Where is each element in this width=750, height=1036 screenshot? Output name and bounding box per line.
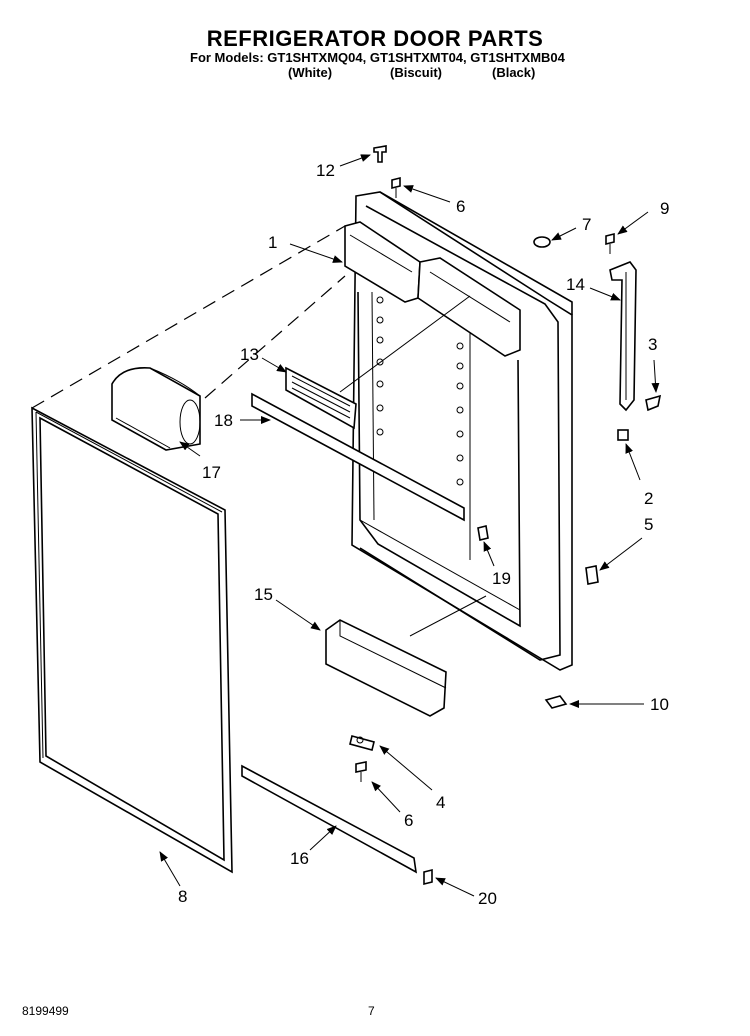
models-line: For Models: GT1SHTXMQ04, GT1SHTXMT04, GT… xyxy=(190,50,565,65)
callout-15: 15 xyxy=(254,585,273,604)
callout-8: 8 xyxy=(178,887,187,906)
callout-19: 19 xyxy=(492,569,511,588)
door-handle xyxy=(609,261,637,412)
document-number: 8199499 xyxy=(22,1004,69,1018)
callout-1: 1 xyxy=(268,233,277,252)
callout-14: 14 xyxy=(566,275,585,294)
shelf-dimples-left xyxy=(376,296,384,436)
color-white-label: (White) xyxy=(288,65,333,80)
color-biscuit-label: (Biscuit) xyxy=(390,65,442,80)
callout-13: 13 xyxy=(240,345,259,364)
callout-5: 5 xyxy=(644,515,653,534)
callout-9: 9 xyxy=(660,199,669,218)
callout-numbers: 12 6 7 9 1 14 3 13 18 17 2 5 19 15 10 4 … xyxy=(178,161,669,908)
callout-16: 16 xyxy=(290,849,309,868)
callout-2: 2 xyxy=(644,489,653,508)
callout-18: 18 xyxy=(214,411,233,430)
callout-20: 20 xyxy=(478,889,497,908)
callout-7: 7 xyxy=(582,215,591,234)
door-bin xyxy=(325,595,487,717)
callout-6-bottom: 6 xyxy=(404,811,413,830)
projection-lines xyxy=(31,225,346,409)
door-liner xyxy=(344,191,573,671)
dairy-bin xyxy=(111,367,201,451)
shelf-dimples-right xyxy=(456,342,464,486)
callout-12: 12 xyxy=(316,161,335,180)
door-gasket xyxy=(31,406,233,874)
leader-lines xyxy=(159,154,660,897)
color-black-label: (Black) xyxy=(492,65,536,80)
callout-4: 4 xyxy=(436,793,445,812)
callout-10: 10 xyxy=(650,695,669,714)
dairy-door xyxy=(285,295,471,430)
door-rail xyxy=(251,392,465,522)
page-number: 7 xyxy=(368,1004,375,1018)
callout-6-top: 6 xyxy=(456,197,465,216)
callout-3: 3 xyxy=(648,335,657,354)
page-title: REFRIGERATOR DOOR PARTS xyxy=(206,26,544,51)
callout-17: 17 xyxy=(202,463,221,482)
hardware-parts xyxy=(349,145,662,886)
trim-strip xyxy=(241,764,418,874)
